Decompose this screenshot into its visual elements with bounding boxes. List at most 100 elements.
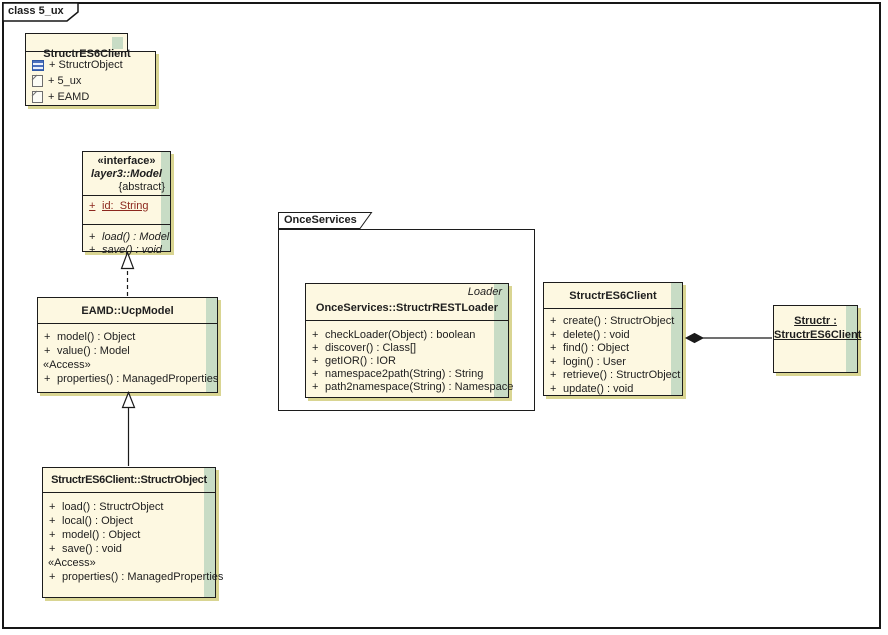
operations-compartment: + create() : StructrObject + delete() : … xyxy=(544,308,682,402)
package-item[interactable]: + 5_ux xyxy=(26,73,155,89)
visibility-sign: + xyxy=(550,328,557,341)
visibility-sign: + xyxy=(312,381,319,393)
object-structr-instance[interactable]: Structr : StructrES6Client xyxy=(773,305,861,373)
operation-row: + load() : Model xyxy=(83,231,170,244)
operation-label: save() : void xyxy=(62,543,122,555)
operation-row: + model() : Object xyxy=(38,330,217,344)
operation-row: + path2namespace(String) : Namespace xyxy=(306,381,513,394)
package-structres6client-tab[interactable]: StructrES6Client xyxy=(25,33,131,60)
operation-row: + discover() : Class[] xyxy=(306,342,508,355)
document-icon xyxy=(32,91,43,103)
operation-label: login() : User xyxy=(563,355,626,368)
loader-stereotype: Loader xyxy=(467,286,502,298)
operation-label: properties() : ManagedProperties xyxy=(62,571,224,583)
instance-name-line1: Structr : xyxy=(794,315,837,327)
package-item[interactable]: + StructrObject xyxy=(26,57,155,73)
interface-layer3-model[interactable]: «interface» layer3::Model {abstract} + i… xyxy=(82,151,171,256)
operation-label: create() : StructrObject xyxy=(563,315,675,327)
class-name: StructrES6Client::StructrObject xyxy=(51,474,207,486)
package-structres6client-body[interactable]: + StructrObject + 5_ux + EAMD xyxy=(25,51,156,106)
visibility-sign: + xyxy=(89,244,96,256)
operation-label: checkLoader(Object) : boolean xyxy=(325,329,476,341)
diagram-icon xyxy=(32,75,43,87)
operation-row: + checkLoader(Object) : boolean xyxy=(306,329,508,342)
operation-row: + create() : StructrObject xyxy=(544,315,682,329)
operation-label: local() : Object xyxy=(62,515,133,527)
interface-name: layer3::Model xyxy=(91,168,162,180)
operation-label: path2namespace(String) : Namespace xyxy=(325,381,514,393)
operation-label: update() : void xyxy=(563,382,634,395)
package-green-marker xyxy=(112,37,123,49)
package-item[interactable]: + EAMD xyxy=(26,89,155,105)
operation-row: + model() : Object xyxy=(43,528,215,542)
operation-label: properties() : ManagedProperties xyxy=(57,373,219,385)
operation-label: save() : void xyxy=(102,244,162,256)
operation-label: retrieve() : StructrObject xyxy=(563,369,681,381)
operations-compartment: + load() : Model + save() : void xyxy=(83,224,170,266)
visibility-sign: + xyxy=(49,501,56,513)
class-name: EAMD::UcpModel xyxy=(81,305,174,317)
class-structres6client-structrobject[interactable]: StructrES6Client::StructrObject + load()… xyxy=(42,467,223,598)
visibility-sign: + xyxy=(312,355,319,367)
class-eamd-ucpmodel[interactable]: EAMD::UcpModel + model() : Object + valu… xyxy=(37,297,218,393)
package-onceservices-name[interactable]: OnceServices xyxy=(284,214,357,226)
attributes-compartment: + id: String xyxy=(83,195,170,224)
operations-compartment: + model() : Object + value() : Model «Ac… xyxy=(38,323,219,399)
operation-label: model() : Object xyxy=(57,331,136,343)
operation-row: + save() : void xyxy=(83,244,170,257)
visibility-sign: + xyxy=(312,329,319,341)
visibility-sign: + xyxy=(550,382,557,395)
operation-row: + update() : void xyxy=(544,383,682,397)
visibility-sign: + xyxy=(49,515,56,527)
operation-row: + find() : Object xyxy=(544,342,682,356)
operation-label: load() : Model xyxy=(102,231,170,243)
visibility-sign: + xyxy=(44,331,51,343)
operation-row: + load() : StructrObject xyxy=(43,500,215,514)
green-strip xyxy=(206,298,217,392)
attribute-label: id: String xyxy=(102,200,149,212)
green-strip xyxy=(161,152,170,251)
visibility-sign: + xyxy=(550,355,557,368)
class-name: OnceServices::StructrRESTLoader xyxy=(315,302,499,314)
visibility-sign: + xyxy=(312,368,319,380)
operation-row: + properties() : ManagedProperties xyxy=(38,372,219,386)
abstract-modifier: {abstract} xyxy=(118,181,165,193)
frame-label: class 5_ux xyxy=(8,5,64,17)
operation-label: delete() : void xyxy=(563,328,630,341)
interface-stereotype: «interface» xyxy=(97,155,156,167)
operation-label: namespace2path(String) : String xyxy=(325,368,484,380)
visibility-sign: + xyxy=(44,373,51,385)
operation-row: + save() : void xyxy=(43,542,215,556)
class-onceservices-structrrestloader[interactable]: Loader OnceServices::StructrRESTLoader +… xyxy=(305,283,513,398)
visibility-sign: + xyxy=(550,315,557,327)
operation-label: load() : StructrObject xyxy=(62,501,164,513)
visibility-sign: + xyxy=(49,571,56,583)
operation-row: + namespace2path(String) : String xyxy=(306,368,508,381)
visibility-sign: + xyxy=(550,369,557,381)
diagram-frame xyxy=(2,2,881,629)
operation-row: + getIOR() : IOR xyxy=(306,355,508,368)
visibility-sign: + xyxy=(49,529,56,541)
operation-label: find() : Object xyxy=(563,342,630,354)
package-item-label: + 5_ux xyxy=(48,75,82,87)
operation-label: model() : Object xyxy=(62,529,141,541)
package-item-label: + EAMD xyxy=(48,91,90,103)
class-structres6client[interactable]: StructrES6Client + create() : StructrObj… xyxy=(543,282,683,396)
green-strip xyxy=(671,283,682,395)
operation-label: getIOR() : IOR xyxy=(325,355,396,367)
package-item-label: + StructrObject xyxy=(49,59,123,71)
visibility-sign: + xyxy=(44,345,51,357)
attribute-row: + id: String xyxy=(83,200,170,213)
class-name: StructrES6Client xyxy=(569,290,657,302)
operation-row: + local() : Object xyxy=(43,514,215,528)
operations-compartment: + load() : StructrObject + local() : Obj… xyxy=(43,492,223,605)
class-header: Loader OnceServices::StructrRESTLoader xyxy=(306,284,508,320)
access-stereotype: «Access» xyxy=(43,359,91,371)
package-name: StructrES6Client xyxy=(43,48,131,60)
interface-header: «interface» layer3::Model {abstract} xyxy=(83,152,170,195)
operation-row: + retrieve() : StructrObject xyxy=(544,369,682,383)
visibility-sign: + xyxy=(89,200,96,212)
visibility-sign: + xyxy=(550,342,557,354)
visibility-sign: + xyxy=(312,342,319,354)
